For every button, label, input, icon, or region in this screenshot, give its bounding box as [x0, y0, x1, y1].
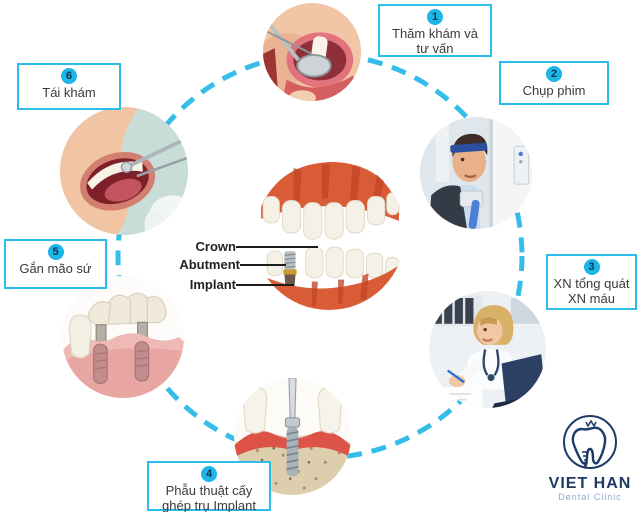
- step-2-label-line-1: Chụp phim: [522, 83, 586, 98]
- step-6-photo-checkup: [60, 107, 188, 235]
- implant-pointer-line: [236, 283, 294, 286]
- step-4-label-line-2: ghép trụ Implant: [162, 498, 256, 512]
- tooth-logo-icon: [563, 415, 617, 470]
- step-5-photo-bridge: [62, 276, 184, 398]
- step-box-2: 2 Chụp phim: [499, 61, 609, 105]
- step-3-label-line-2: XN máu: [568, 291, 615, 306]
- step-box-6: 6 Tái khám: [17, 63, 121, 110]
- step-6-number-badge: 6: [61, 68, 77, 84]
- step-2-photo-xray: [420, 117, 532, 229]
- step-1-label-line-1: Thăm khám và: [392, 26, 478, 41]
- label-crown: Crown: [170, 239, 318, 254]
- step-5-number-badge: 5: [47, 244, 64, 260]
- label-abutment: Abutment: [150, 257, 286, 272]
- label-implant: Implant: [168, 277, 294, 292]
- step-box-1: 1 Thăm khám và tư vấn: [378, 4, 492, 57]
- abutment-pointer-line: [240, 263, 286, 266]
- step-box-3: 3 XN tổng quát XN máu: [546, 254, 637, 310]
- step-box-5: 5 Gắn mão sứ: [4, 239, 107, 289]
- abutment-label-text: Abutment: [179, 257, 240, 272]
- step-3-number-badge: 3: [583, 259, 600, 275]
- crown-label-text: Crown: [195, 239, 236, 254]
- step-4-label-line-1: Phẫu thuật cấy: [165, 483, 253, 498]
- crown-pointer-line: [236, 245, 318, 248]
- step-box-4: 4 Phẫu thuật cấy ghép trụ Implant: [147, 461, 271, 512]
- step-3-photo-doctor: [429, 291, 546, 408]
- step-1-photo-exam-mouth: [263, 3, 361, 101]
- implant-label-text: Implant: [189, 277, 236, 292]
- step-6-label-line-1: Tái khám: [42, 85, 96, 100]
- step-5-label-line-1: Gắn mão sứ: [19, 261, 92, 276]
- step-1-label-line-2: tư vấn: [416, 41, 454, 56]
- step-2-number-badge: 2: [546, 66, 562, 82]
- step-1-number-badge: 1: [427, 9, 443, 25]
- step-3-label-line-1: XN tổng quát: [553, 276, 630, 291]
- logo-subtitle: Dental Clinic: [558, 492, 622, 502]
- logo-name: VIET HAN: [548, 475, 632, 492]
- clinic-logo: VIET HAN Dental Clinic: [538, 412, 640, 503]
- step-4-number-badge: 4: [201, 466, 217, 482]
